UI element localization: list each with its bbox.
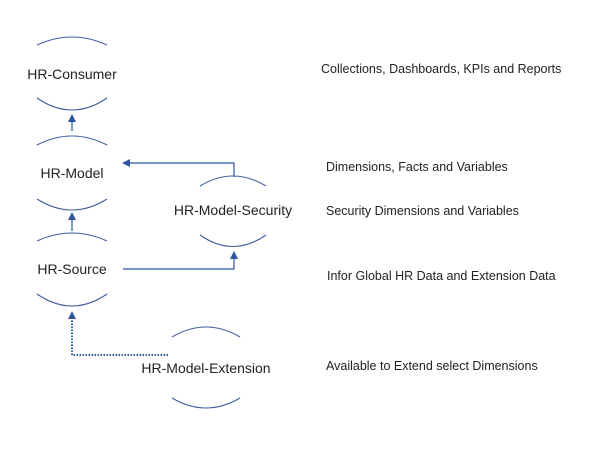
description-security: Security Dimensions and Variables xyxy=(326,204,519,218)
description-model: Dimensions, Facts and Variables xyxy=(326,160,508,174)
node-hr-consumer-label: HR-Consumer xyxy=(27,66,117,82)
node-hr-source-bottom-arc xyxy=(36,293,108,307)
node-hr-model-extension-bottom-arc xyxy=(171,397,241,409)
node-hr-model-security-bottom-arc xyxy=(199,234,267,247)
node-hr-consumer-bottom-arc xyxy=(36,97,108,111)
node-hr-model-bottom-arc xyxy=(36,198,108,211)
node-hr-consumer: HR-Consumer xyxy=(27,36,117,111)
node-hr-model-security-top-arc xyxy=(199,175,267,187)
description-extension: Available to Extend select Dimensions xyxy=(326,359,538,373)
node-hr-source-top-arc xyxy=(36,232,108,242)
node-hr-source: HR-Source xyxy=(36,232,108,307)
node-hr-model-extension-label: HR-Model-Extension xyxy=(141,360,270,376)
node-hr-model-security-label: HR-Model-Security xyxy=(174,202,292,218)
description-source: Infor Global HR Data and Extension Data xyxy=(327,269,556,283)
node-hr-consumer-top-arc xyxy=(36,36,108,46)
node-hr-model: HR-Model xyxy=(36,135,108,211)
edge-extension-to-source xyxy=(68,311,168,356)
edge-security-to-model xyxy=(122,159,235,177)
node-hr-model-top-arc xyxy=(36,135,108,146)
edge-source-to-security xyxy=(123,251,238,270)
node-hr-model-security: HR-Model-Security xyxy=(174,175,292,247)
node-hr-model-label: HR-Model xyxy=(40,165,103,181)
description-consumer: Collections, Dashboards, KPIs and Report… xyxy=(321,62,561,76)
node-hr-model-extension: HR-Model-Extension xyxy=(141,326,271,409)
node-hr-source-label: HR-Source xyxy=(37,261,106,277)
node-hr-model-extension-top-arc xyxy=(171,326,241,338)
